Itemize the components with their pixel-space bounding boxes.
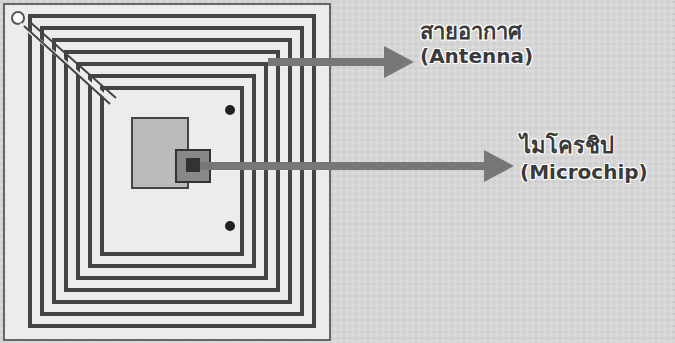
tag-body — [4, 4, 330, 340]
part-label: (Microchip) — [520, 160, 648, 184]
part-label: ไมโครชิป — [520, 128, 614, 163]
part-label: (Antenna) — [420, 44, 533, 68]
part-label: สายอากาศ — [420, 14, 522, 49]
